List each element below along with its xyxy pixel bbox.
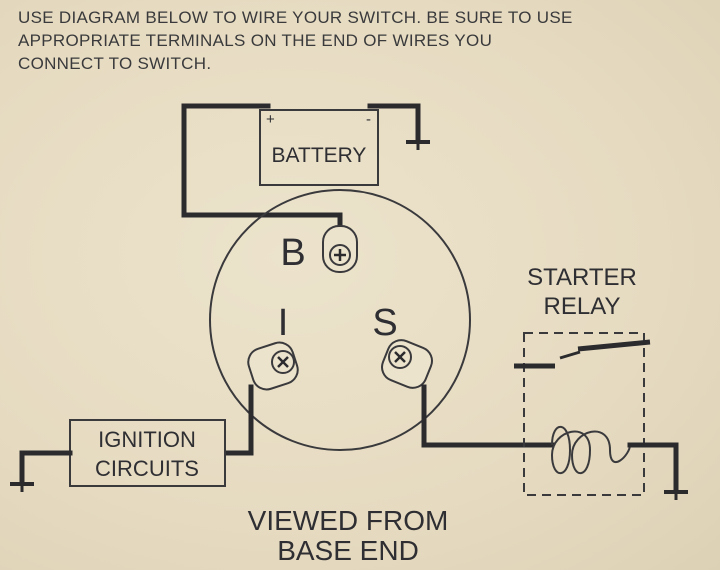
battery-negative-wire <box>367 103 421 143</box>
ignition-label-line-2: CIRCUITS <box>95 456 199 481</box>
terminal-s-lug <box>381 339 433 389</box>
ignition-label-line-1: IGNITION <box>98 427 196 452</box>
caption-line-2: BASE END <box>277 535 419 566</box>
battery-minus-sign: - <box>366 111 371 128</box>
caption-line-1: VIEWED FROM <box>248 505 449 536</box>
relay-contact-arm <box>559 350 581 360</box>
instruction-line-3: CONNECT TO SWITCH. <box>18 54 212 73</box>
instruction-line-2: APPROPRIATE TERMINALS ON THE END OF WIRE… <box>18 31 493 50</box>
screw-b-icon <box>334 249 346 261</box>
switch-body <box>209 189 471 451</box>
ignition-ground-wire <box>19 450 73 485</box>
starter-wire <box>421 384 555 448</box>
starter-relay-label-line-1: STARTER <box>527 264 637 291</box>
terminal-b-label: B <box>280 232 305 274</box>
relay-coil-icon <box>550 425 631 475</box>
ignition-ground-icon <box>10 482 34 492</box>
instruction-line-1: USE DIAGRAM BELOW TO WIRE YOUR SWITCH. B… <box>18 8 573 27</box>
battery-label: BATTERY <box>272 144 367 167</box>
relay-ground-icon <box>664 490 688 500</box>
battery-plus-sign: + <box>266 111 275 128</box>
terminal-i-label: I <box>278 302 289 344</box>
starter-relay-label-line-2: RELAY <box>544 293 621 320</box>
ground-icon <box>406 140 430 150</box>
screw-i-icon <box>277 356 289 368</box>
ignition-wire <box>225 384 254 456</box>
relay-ground-wire <box>627 442 679 493</box>
battery-positive-wire <box>181 103 343 243</box>
screw-s-icon <box>394 351 406 363</box>
battery-box <box>259 109 379 186</box>
relay-contact-right <box>577 339 651 352</box>
terminal-s-label: S <box>372 302 397 344</box>
starter-relay-box <box>523 332 645 496</box>
